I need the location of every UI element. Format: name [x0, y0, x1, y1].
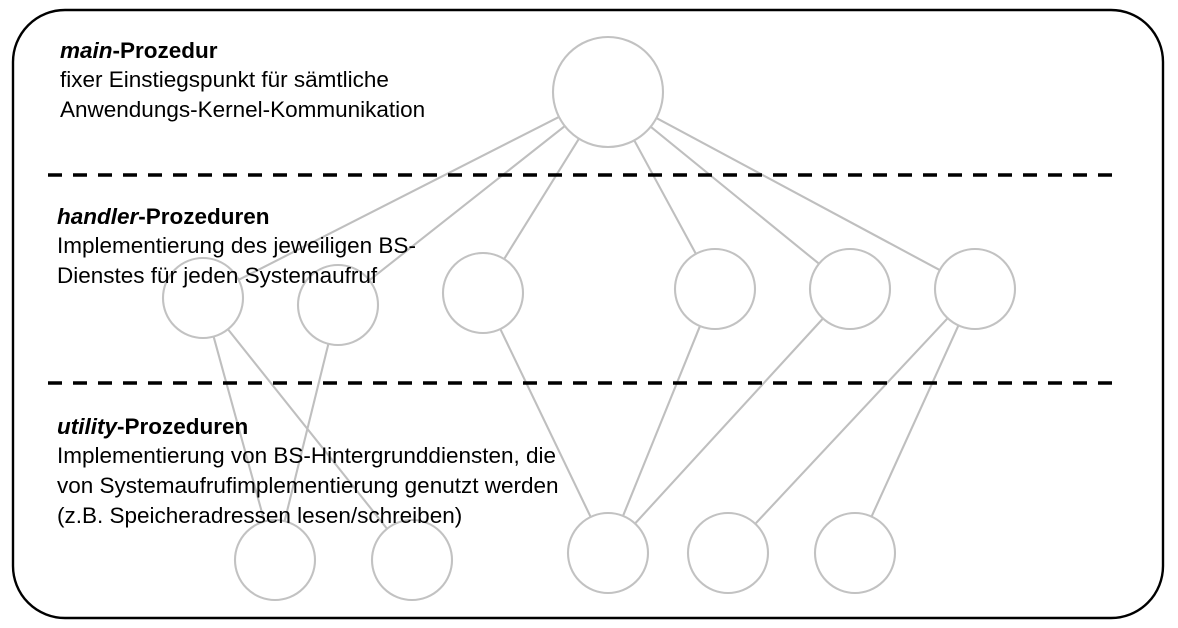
edge-handler-6-to-utility-5	[870, 324, 960, 518]
node-handler-6[interactable]	[933, 247, 1017, 331]
edge-main-node-to-handler-2	[368, 125, 566, 282]
node-utility-3[interactable]	[566, 511, 650, 595]
node-handler-1[interactable]	[161, 256, 245, 340]
node-main-node[interactable]	[551, 35, 665, 149]
node-utility-1[interactable]	[233, 518, 317, 602]
edge-handler-1-to-utility-1	[212, 336, 266, 522]
edge-main-node-to-handler-1	[238, 115, 560, 281]
node-group	[161, 35, 1017, 602]
node-handler-4[interactable]	[673, 247, 757, 331]
edge-main-node-to-handler-5	[649, 125, 820, 265]
diagram-frame	[11, 8, 1165, 620]
node-utility-4[interactable]	[686, 511, 770, 595]
divider-group	[48, 173, 1112, 385]
edge-main-node-to-handler-6	[655, 117, 941, 272]
edge-main-node-to-handler-3	[503, 138, 580, 260]
edge-group	[212, 115, 960, 530]
node-handler-2[interactable]	[296, 263, 380, 347]
node-utility-5[interactable]	[813, 511, 897, 595]
edge-handler-2-to-utility-1	[283, 343, 330, 522]
edge-handler-5-to-utility-3	[634, 317, 824, 525]
edge-handler-3-to-utility-3	[499, 328, 592, 518]
edge-handler-6-to-utility-4	[754, 317, 949, 525]
node-utility-2[interactable]	[370, 518, 454, 602]
edge-main-node-to-handler-4	[633, 139, 697, 255]
node-handler-5[interactable]	[808, 247, 892, 331]
node-handler-3[interactable]	[441, 251, 525, 335]
rounded-frame	[11, 8, 1165, 620]
edge-handler-4-to-utility-3	[622, 325, 701, 517]
